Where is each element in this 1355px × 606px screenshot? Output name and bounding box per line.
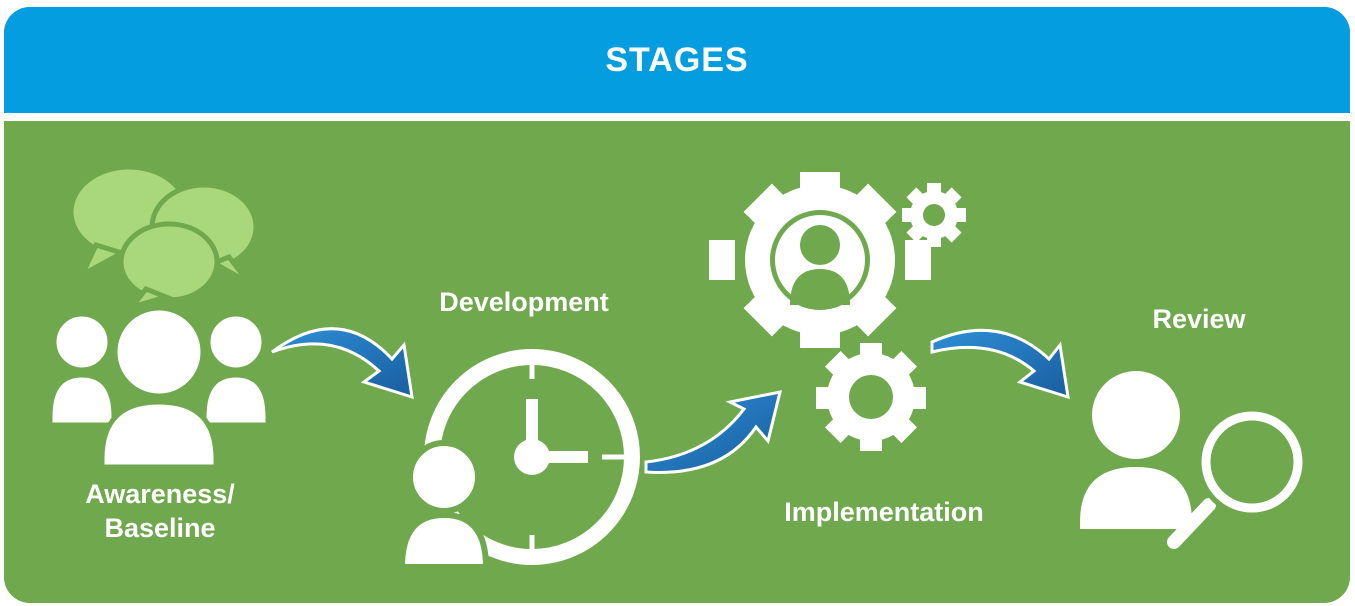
- medium-gear-icon: [816, 343, 926, 451]
- stages-header: STAGES: [4, 7, 1350, 113]
- stages-diagram: [47, 164, 1308, 570]
- stage-label-review: Review: [1152, 304, 1246, 334]
- stage-label-implementation: Implementation: [784, 497, 984, 527]
- stage-label-awareness: Awareness/ Baseline: [60, 477, 260, 545]
- stage-label-awareness-line1: Awareness/: [85, 479, 235, 509]
- small-gear-icon: [902, 183, 966, 247]
- person-magnifier-icon: [1080, 371, 1308, 549]
- header-divider: [4, 113, 1350, 121]
- speech-bubbles-icon: [68, 164, 259, 312]
- arrow-icon: [644, 390, 783, 474]
- arrow-icon: [930, 328, 1070, 400]
- clock-person-icon: [398, 349, 640, 570]
- arrow-icon: [271, 327, 414, 400]
- stages-title: STAGES: [605, 40, 749, 79]
- stage-label-development: Development: [439, 287, 609, 317]
- gear-person-icon: [709, 172, 931, 348]
- stages-panel: STAGES: [4, 7, 1350, 603]
- stage-label-awareness-line2: Baseline: [104, 513, 216, 543]
- group-people-icon: [47, 305, 271, 470]
